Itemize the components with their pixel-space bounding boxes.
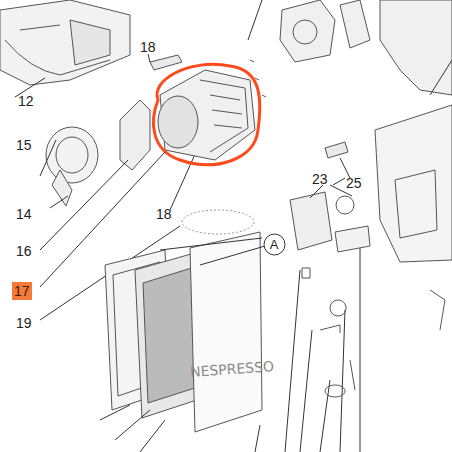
callout-number: 12 [18, 94, 34, 108]
callout-number: 14 [16, 207, 32, 221]
callout-number: 17 [12, 282, 32, 300]
callout-number: 25 [346, 176, 362, 190]
callout-number: 15 [16, 138, 32, 152]
callout-number: 18 [156, 207, 172, 221]
callout-ring [264, 234, 285, 255]
callout-number: 18 [140, 40, 156, 54]
callout-number: 19 [16, 316, 32, 330]
callout-number: 16 [16, 244, 32, 258]
callout-number: 23 [312, 172, 328, 186]
callout-letter: A [263, 237, 286, 252]
callout-circle: A [263, 233, 286, 256]
